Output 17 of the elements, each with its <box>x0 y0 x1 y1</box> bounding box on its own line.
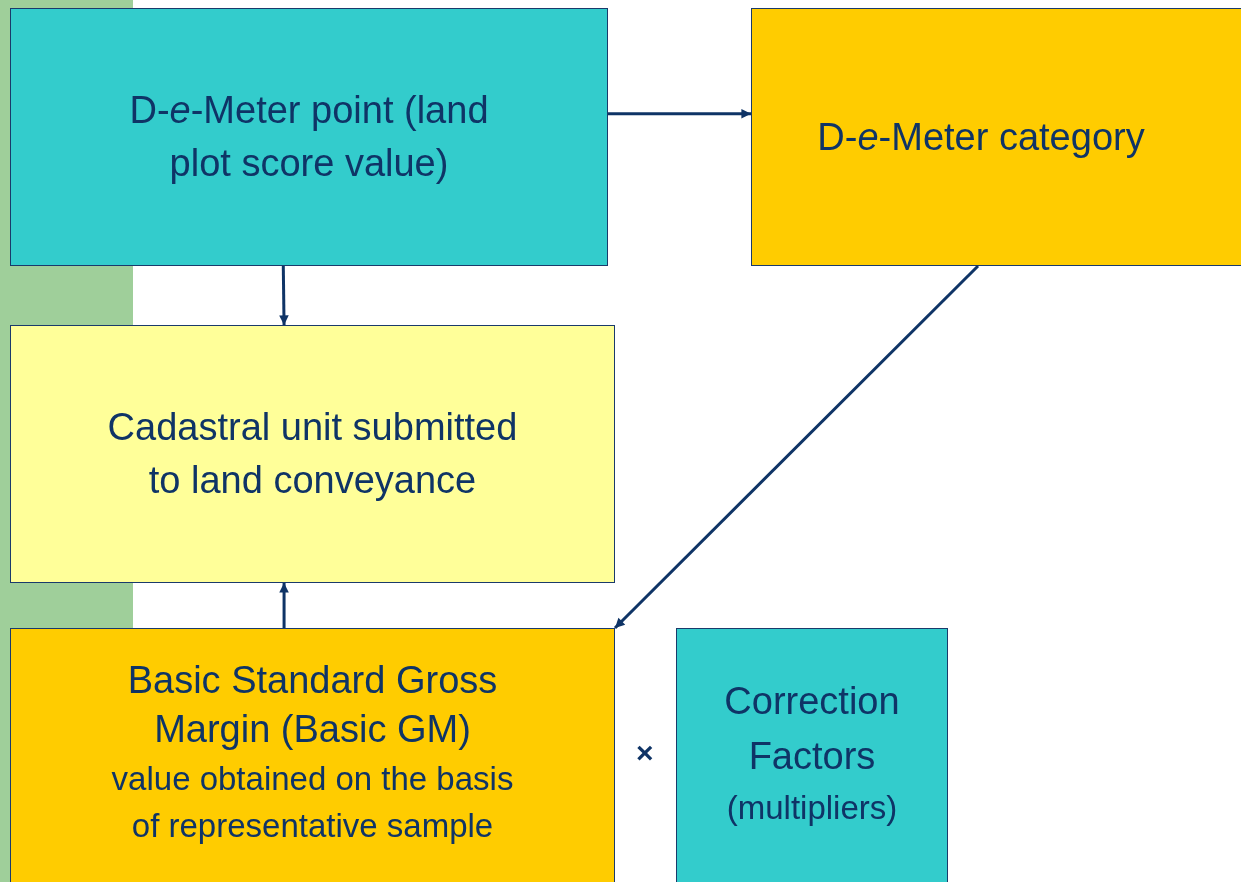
multiply-sign: × <box>636 738 654 768</box>
arrow <box>613 264 980 630</box>
process-box <box>10 8 608 266</box>
process-box <box>751 8 1241 266</box>
box-sublabel: (multipliers) <box>725 788 899 829</box>
process-box <box>10 628 615 882</box>
arrow <box>279 583 289 628</box>
box-label: D-e-Meter category <box>816 114 1146 160</box>
box-label: Basic Standard Gross Margin (Basic GM) <box>126 657 499 753</box>
box-label: Correction Factors <box>723 679 901 780</box>
process-box <box>676 628 948 882</box>
arrow <box>279 266 289 326</box>
process-box <box>10 325 615 583</box>
box-sublabel: value obtained on the basis of representative sample <box>110 758 515 847</box>
arrow <box>608 108 751 119</box>
box-label: Cadastral unit submitted to land conveyance <box>106 404 519 503</box>
box-label: D-e-Meter point (land plot score value) <box>128 87 490 186</box>
